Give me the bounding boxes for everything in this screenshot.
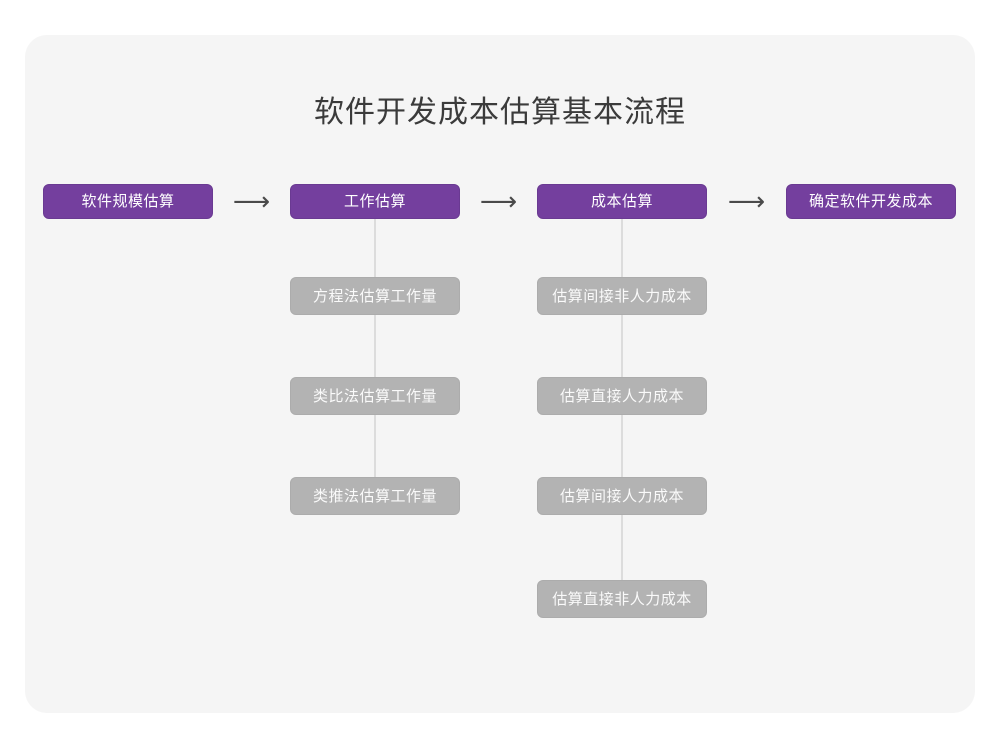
arrow-right-icon-2: ⟶	[479, 187, 518, 217]
sub-node-extrapolation-method-effort[interactable]: 类推法估算工作量	[290, 477, 460, 515]
arrow-right-icon-3: ⟶	[727, 187, 766, 217]
flow-node-cost-estimation[interactable]: 成本估算	[537, 184, 707, 219]
flow-node-software-scale-estimation[interactable]: 软件规模估算	[43, 184, 213, 219]
diagram-card	[25, 35, 975, 713]
arrow-right-icon-1: ⟶	[232, 187, 271, 217]
connector-line-work-estimation	[374, 218, 376, 496]
flow-node-work-estimation[interactable]: 工作估算	[290, 184, 460, 219]
sub-node-analogy-method-effort[interactable]: 类比法估算工作量	[290, 377, 460, 415]
sub-node-direct-labor-cost[interactable]: 估算直接人力成本	[537, 377, 707, 415]
flow-node-determine-development-cost[interactable]: 确定软件开发成本	[786, 184, 956, 219]
sub-node-indirect-labor-cost[interactable]: 估算间接人力成本	[537, 477, 707, 515]
page-title: 软件开发成本估算基本流程	[314, 96, 686, 129]
sub-node-direct-nonlabor-cost[interactable]: 估算直接非人力成本	[537, 580, 707, 618]
sub-node-equation-method-effort[interactable]: 方程法估算工作量	[290, 277, 460, 315]
sub-node-indirect-nonlabor-cost[interactable]: 估算间接非人力成本	[537, 277, 707, 315]
